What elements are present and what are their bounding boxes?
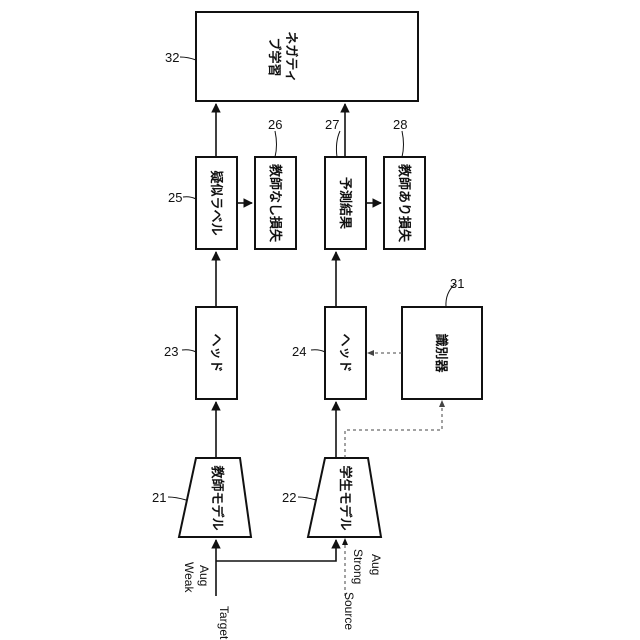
- negative-learning-block: ネガティ ブ学習: [196, 12, 418, 101]
- input-weak-aug-label-line1: Weak: [182, 562, 196, 593]
- input-strong-aug-label-line2: Aug: [369, 554, 383, 575]
- prediction-result-block: 予測結果: [325, 157, 366, 249]
- head-student-label: ヘッド: [337, 333, 352, 372]
- source-arrowhead: [342, 538, 348, 545]
- pseudo-label-label: 疑似ラベル: [208, 170, 224, 235]
- ref-number-32: 32: [165, 50, 179, 65]
- supervised-loss-block: 教師あり損失: [384, 157, 425, 249]
- student-to-discriminator-dashed: [345, 402, 442, 458]
- discriminator-arrowhead: [439, 400, 445, 407]
- leader-23: [182, 350, 196, 352]
- supervised-loss-label: 教師あり損失: [396, 163, 412, 243]
- negative-learning-label-line2: ブ学習: [266, 37, 282, 76]
- ref-number-23: 23: [164, 344, 178, 359]
- discriminator-block: 識別器: [402, 307, 482, 399]
- student-model-block: 学生モデル: [308, 458, 381, 537]
- leader-25: [183, 197, 196, 199]
- ref-number-27: 27: [325, 117, 339, 132]
- ref-number-28: 28: [393, 117, 407, 132]
- ref-number-24: 24: [292, 344, 306, 359]
- negative-learning-label-line1: ネガティ: [283, 31, 298, 82]
- student-model-label: 学生モデル: [337, 465, 353, 530]
- leader-27: [336, 131, 340, 157]
- leader-21: [168, 497, 186, 500]
- unsupervised-loss-block: 教師なし損失: [255, 157, 296, 249]
- head-arrowhead: [367, 350, 374, 356]
- unsupervised-loss-label: 教師なし損失: [267, 163, 283, 243]
- ref-number-22: 22: [282, 490, 296, 505]
- prediction-result-label: 予測結果: [337, 177, 353, 229]
- leader-32: [180, 57, 196, 60]
- input-target-label: Target: [217, 606, 231, 640]
- teacher-model-block: 教師モデル: [179, 458, 251, 537]
- ref-number-26: 26: [268, 117, 282, 132]
- discriminator-label: 識別器: [433, 333, 449, 373]
- teacher-model-label: 教師モデル: [209, 464, 225, 530]
- input-strong-aug-label-line1: Strong: [351, 549, 365, 584]
- head-teacher-block: ヘッド: [196, 307, 237, 399]
- input-source-label: Source: [342, 592, 356, 630]
- ref-number-25: 25: [168, 190, 182, 205]
- leader-26: [275, 131, 277, 157]
- ref-number-21: 21: [152, 490, 166, 505]
- ref-number-31: 31: [450, 276, 464, 291]
- head-teacher-label: ヘッド: [208, 333, 223, 372]
- leader-22: [298, 497, 316, 500]
- leader-28: [402, 131, 404, 157]
- input-weak-aug-label-line2: Aug: [197, 565, 211, 586]
- leader-24: [311, 350, 325, 352]
- pseudo-label-block: 疑似ラベル: [196, 157, 237, 249]
- head-student-block: ヘッド: [325, 307, 366, 399]
- arrow-target-to-student: [216, 540, 336, 561]
